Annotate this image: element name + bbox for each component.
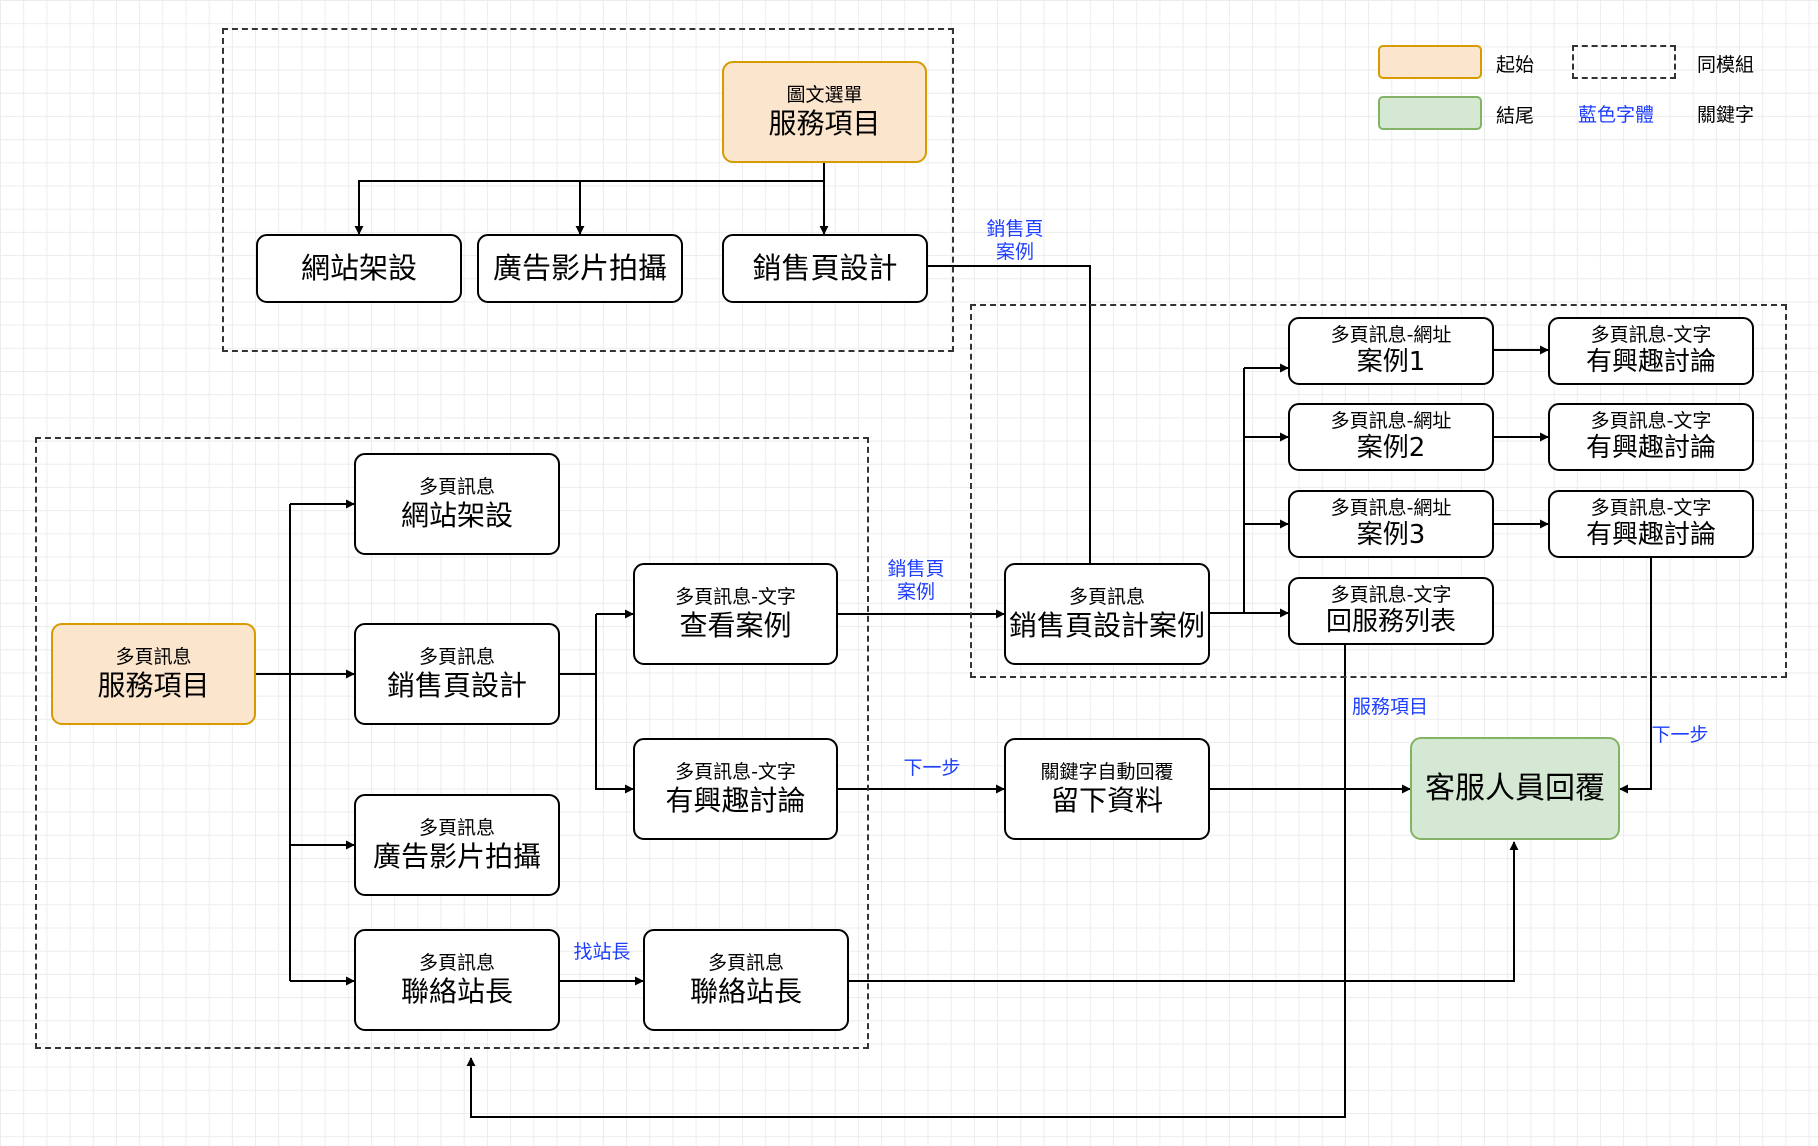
node-main-label: 有興趣討論 [1585, 432, 1716, 463]
node-sub-label: 圖文選單 [786, 84, 863, 107]
ad-video-node[interactable]: 多頁訊息 廣告影片拍攝 [354, 794, 560, 896]
node-sub-label: 多頁訊息 [1068, 586, 1145, 609]
edge-top-sales-to-cases [928, 265, 1095, 573]
node-main-label: 網站架設 [400, 498, 513, 532]
legend-end-swatch [1378, 96, 1482, 130]
legend-start-swatch [1378, 45, 1482, 79]
node-main-label: 案例2 [1356, 432, 1426, 463]
node-main-label: 聯絡站長 [689, 974, 802, 1008]
case-2-node[interactable]: 多頁訊息-網址 案例2 [1288, 403, 1494, 471]
edge-menu-to-website [354, 180, 824, 235]
edge-back-to-left-module [466, 643, 1346, 1118]
menu-service-items-node[interactable]: 圖文選單 服務項目 [722, 61, 927, 163]
node-sub-label: 多頁訊息-文字 [1590, 324, 1712, 347]
interest-1-node[interactable]: 多頁訊息-文字 有興趣討論 [1548, 317, 1754, 385]
node-main-label: 服務項目 [768, 106, 881, 140]
top-module-group [222, 28, 954, 352]
node-sub-label: 多頁訊息 [418, 476, 495, 499]
edge-contact2-to-cs [849, 841, 1519, 982]
node-sub-label: 多頁訊息-文字 [1590, 497, 1712, 520]
keyword-service-items: 服務項目 [1351, 696, 1428, 718]
node-main-label: 廣告影片拍攝 [372, 839, 541, 873]
node-sub-label: 多頁訊息-文字 [1590, 410, 1712, 433]
keyword-next-step-right: 下一步 [1651, 724, 1709, 746]
legend-module-swatch [1572, 45, 1676, 79]
node-sub-label: 多頁訊息-文字 [1330, 584, 1452, 607]
node-sub-label: 多頁訊息 [418, 817, 495, 840]
node-main-label: 案例1 [1356, 346, 1426, 377]
node-sub-label: 多頁訊息-網址 [1330, 497, 1452, 520]
keyword-next-step-mid: 下一步 [903, 757, 961, 779]
top-ad-video-node[interactable]: 廣告影片拍攝 [477, 234, 683, 303]
node-main-label: 查看案例 [679, 608, 792, 642]
node-main-label: 銷售頁設計 [386, 668, 527, 702]
node-sub-label: 多頁訊息 [418, 646, 495, 669]
legend-blue-text-label: 藍色字體 [1578, 104, 1655, 126]
customer-service-reply-node[interactable]: 客服人員回覆 [1410, 737, 1620, 840]
node-main-label: 網站架設 [300, 251, 417, 286]
node-main-label: 服務項目 [97, 668, 210, 702]
legend-start-label: 起始 [1496, 54, 1535, 76]
sales-page-design-node[interactable]: 多頁訊息 銷售頁設計 [354, 623, 560, 725]
node-sub-label: 多頁訊息 [418, 952, 495, 975]
legend-module-label: 同模組 [1697, 54, 1755, 76]
right-module-group [970, 304, 1787, 678]
node-sub-label: 多頁訊息-文字 [675, 761, 796, 784]
node-sub-label: 多頁訊息 [707, 952, 784, 975]
node-main-label: 客服人員回覆 [1425, 770, 1605, 806]
node-main-label: 有興趣討論 [1585, 346, 1716, 377]
case-3-node[interactable]: 多頁訊息-網址 案例3 [1288, 490, 1494, 558]
node-sub-label: 關鍵字自動回覆 [1040, 761, 1174, 784]
keyword-find-admin: 找站長 [573, 941, 631, 963]
back-to-service-list-node[interactable]: 多頁訊息-文字 回服務列表 [1288, 577, 1494, 645]
edge-interest3-to-cs [1619, 556, 1652, 794]
keyword-auto-reply-node[interactable]: 關鍵字自動回覆 留下資料 [1004, 738, 1210, 840]
top-website-setup-node[interactable]: 網站架設 [256, 234, 462, 303]
node-sub-label: 多頁訊息-文字 [675, 586, 796, 609]
node-main-label: 聯絡站長 [400, 974, 513, 1008]
node-sub-label: 多頁訊息 [115, 646, 192, 669]
keyword-sales-case-top: 銷售頁 案例 [986, 218, 1044, 263]
node-main-label: 廣告影片拍攝 [492, 251, 667, 286]
top-sales-page-design-node[interactable]: 銷售頁設計 [722, 234, 928, 303]
contact-admin-2-node[interactable]: 多頁訊息 聯絡站長 [643, 929, 849, 1031]
node-sub-label: 多頁訊息-網址 [1330, 410, 1452, 433]
node-main-label: 有興趣討論 [1585, 519, 1716, 550]
interested-discuss-node[interactable]: 多頁訊息-文字 有興趣討論 [633, 738, 838, 840]
left-module-group [35, 437, 869, 1049]
node-main-label: 留下資料 [1050, 783, 1163, 817]
interest-3-node[interactable]: 多頁訊息-文字 有興趣討論 [1548, 490, 1754, 558]
sales-page-cases-node[interactable]: 多頁訊息 銷售頁設計案例 [1004, 563, 1210, 665]
legend-keyword-label: 關鍵字 [1697, 104, 1755, 126]
node-main-label: 案例3 [1356, 519, 1426, 550]
node-main-label: 回服務列表 [1325, 606, 1456, 637]
legend-end-label: 結尾 [1496, 105, 1535, 127]
node-main-label: 銷售頁設計案例 [1008, 608, 1205, 642]
interest-2-node[interactable]: 多頁訊息-文字 有興趣討論 [1548, 403, 1754, 471]
node-sub-label: 多頁訊息-網址 [1330, 324, 1452, 347]
service-items-node[interactable]: 多頁訊息 服務項目 [51, 623, 256, 725]
view-cases-node[interactable]: 多頁訊息-文字 查看案例 [633, 563, 838, 665]
case-1-node[interactable]: 多頁訊息-網址 案例1 [1288, 317, 1494, 385]
contact-admin-node[interactable]: 多頁訊息 聯絡站長 [354, 929, 560, 1031]
keyword-sales-case-mid: 銷售頁 案例 [887, 558, 945, 603]
node-main-label: 有興趣討論 [665, 783, 806, 817]
node-main-label: 銷售頁設計 [752, 251, 898, 286]
edge-sales-to-interested [595, 674, 634, 794]
website-setup-node[interactable]: 多頁訊息 網站架設 [354, 453, 560, 555]
